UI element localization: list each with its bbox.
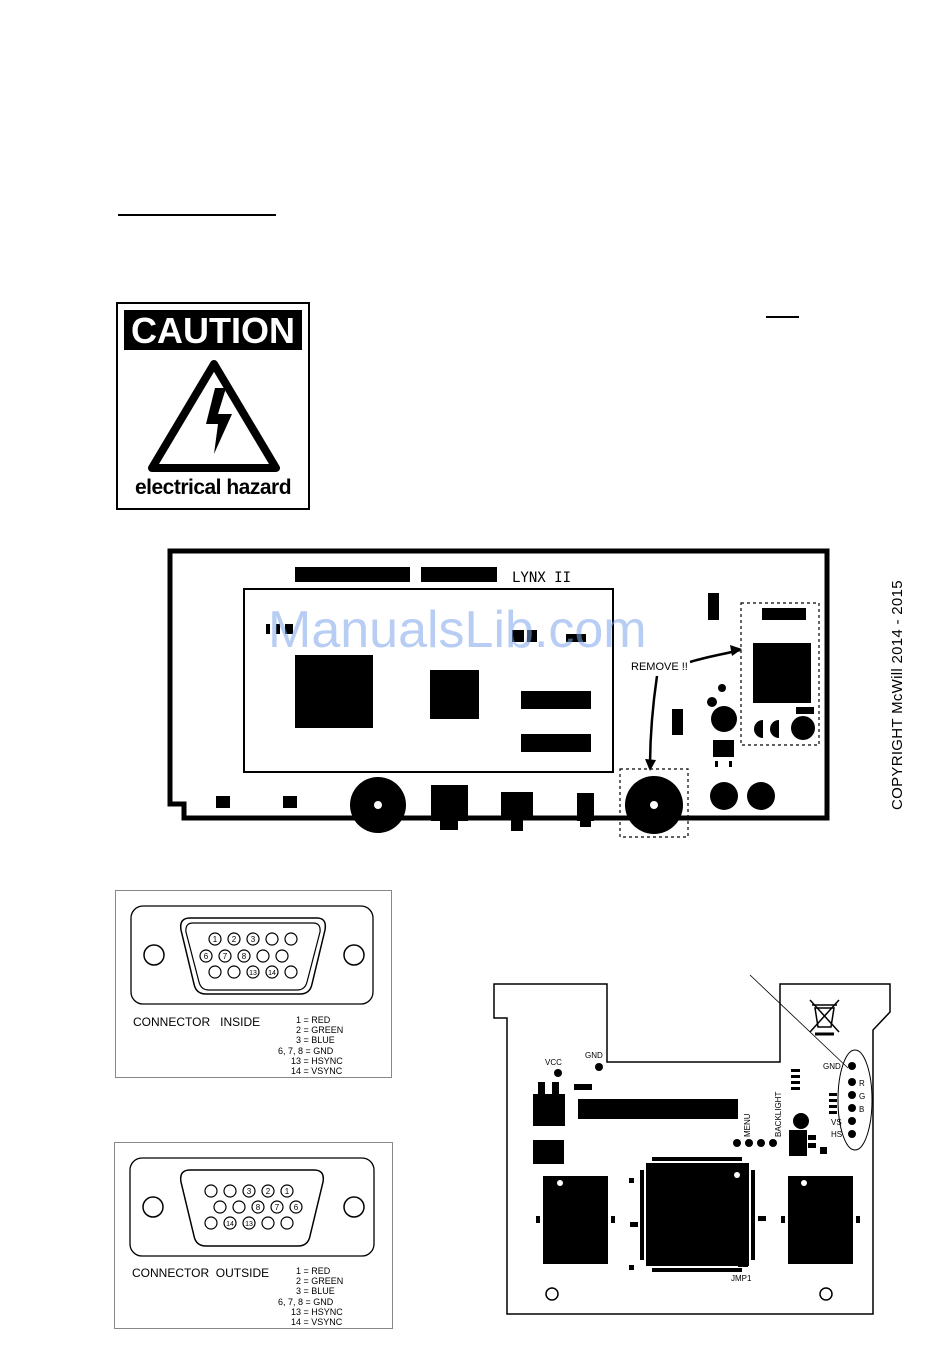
pcb-label-menu: MENU [743,1113,752,1137]
main-chip-large [295,655,373,728]
pcb-label-r: R [859,1079,865,1088]
pin-label: 2 [266,1187,271,1196]
legend-line: 13 = HSYNC [291,1307,343,1317]
legend-line: 3 = BLUE [296,1286,335,1296]
pin-label: 3 [251,935,256,944]
pcb-label-hs: HS [831,1130,842,1139]
caution-sign-title: CAUTION [131,310,295,351]
legend-line: 6, 7, 8 = GND [278,1046,334,1056]
hazard-triangle-icon [148,360,280,472]
legend-line: 6, 7, 8 = GND [278,1297,334,1307]
main-chip-small [430,670,479,719]
caution-sign-footer: electrical hazard [134,476,292,499]
pcb-label-gnd-top: GND [585,1051,603,1060]
connector-inside-caption: CONNECTOR INSIDE [133,1015,261,1029]
pin-label: 6 [204,952,209,961]
caution-sign-header [124,310,302,350]
remove-region-right [740,602,820,746]
pin-label: 7 [275,1203,280,1212]
connector-outside-caption: CONNECTOR OUTSIDE [132,1266,270,1280]
pin-label: 13 [245,1221,253,1228]
legend-line: 1 = RED [296,1266,331,1276]
pin-label: 1 [285,1187,290,1196]
remove-region-jack [619,768,689,838]
pcb-label-vs: VS [831,1118,842,1127]
pin-label: 8 [256,1203,261,1212]
legend-line: 13 = HSYNC [291,1056,343,1066]
legend-line: 2 = GREEN [296,1276,344,1286]
pin-label: 1 [213,935,218,944]
pcb-label-gnd-right: GND [823,1062,841,1071]
legend-line: 3 = BLUE [296,1035,335,1045]
connector-outside-panel [114,1142,393,1329]
pin-label: 13 [249,970,257,977]
pcb-label-jmp: JMP1 [731,1274,752,1283]
legend-line: 14 = VSYNC [291,1317,343,1327]
pin-label: 14 [268,970,276,977]
connector-inside-panel [115,890,392,1078]
pin-label: 7 [223,952,228,961]
legend-line: 2 = GREEN [296,1025,344,1035]
board-model-label: LYNX II [512,570,571,586]
lightning-bolt-icon [206,388,232,454]
pin-label: 6 [294,1203,299,1212]
legend-line: 1 = RED [296,1015,331,1025]
pcb-label-g: G [859,1092,865,1101]
pin-label: 2 [232,935,237,944]
legend-line: 14 = VSYNC [291,1066,343,1076]
weee-bin-icon [809,999,840,1036]
watermark: ManualsLib.com [268,601,647,659]
remove-label: REMOVE !! [631,661,688,673]
pin-label: 3 [247,1187,252,1196]
heading-underline [118,214,276,216]
text-underline [766,316,799,318]
pin-label: 14 [226,1221,234,1228]
pin-label: 8 [242,952,247,961]
pcb-label-b: B [859,1105,864,1114]
pcb-label-backlight: BACKLIGHT [774,1092,783,1137]
caution-sign: CAUTION electrical hazard [116,302,310,510]
pcb-label-vcc: VCC [545,1058,562,1067]
